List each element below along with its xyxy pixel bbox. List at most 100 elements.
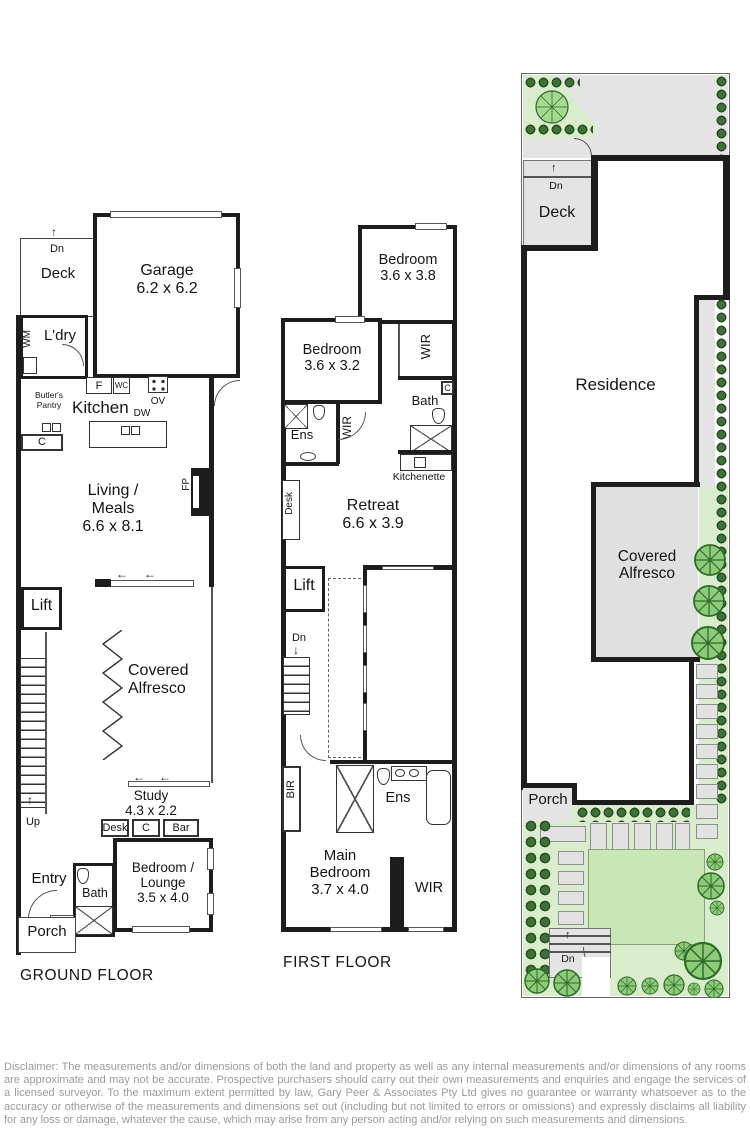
gf-desk (101, 819, 129, 837)
ff-mainens-shower (336, 765, 374, 833)
ff-void-win3 (363, 665, 367, 693)
sp-step-line (549, 951, 611, 953)
sp-bed-shrubs-top (524, 76, 580, 89)
ff-left-wall (281, 320, 286, 932)
gf-cooktop (148, 376, 168, 393)
sp-stone-col-west (558, 911, 584, 925)
sp-stone-row (634, 823, 651, 850)
sp-deck-right-wall (591, 158, 598, 247)
ff-lift (283, 566, 325, 612)
sp-shrubs-topright (715, 75, 728, 157)
sp-rear-path-gap (582, 957, 610, 996)
ff-ens-top-label: Ens (290, 427, 314, 442)
sp-top-wall (591, 155, 730, 161)
ff-bedroom1-window (415, 223, 447, 230)
gf-oven-label: OV (150, 396, 166, 407)
ff-mainens-toilet (377, 768, 390, 785)
gf-cupboard1 (21, 434, 63, 451)
sp-alfresco (594, 487, 698, 657)
gf-slider1-arrow2-icon: ← (144, 567, 156, 581)
gf-living-label: Living / Meals 6.6 x 8.1 (82, 482, 144, 535)
ff-caption: FIRST FLOOR (283, 954, 392, 971)
ff-bottom-window1 (330, 927, 382, 932)
sp-stone-row (656, 823, 673, 850)
sp-alfresco-label: Covered Alfresco (617, 548, 677, 583)
ff-bedroom1-label: Bedroom 3.6 x 3.8 (378, 252, 438, 285)
sp-stone-col-west (558, 851, 584, 865)
sp-stone-col-east (696, 784, 718, 799)
gf-garage-side-window (234, 268, 241, 308)
ff-bath-label: Bath (411, 393, 439, 408)
ff-bedroom2-window (335, 316, 365, 323)
gf-garage-window (110, 211, 222, 218)
ff-ens-toilet (313, 405, 325, 420)
gf-cupboard1-label: C (38, 436, 46, 448)
gf-island-sink-b (131, 426, 140, 435)
gf-bp-sink-b (52, 423, 61, 432)
gf-cupboard2-label: C (142, 822, 150, 834)
ff-ens-main-label: Ens (385, 790, 411, 806)
sp-alfresco-bottom-wall (591, 657, 700, 662)
ff-mainens-basin2 (409, 769, 419, 777)
gf-slider1-panel (110, 580, 194, 587)
sp-stone-col-west (558, 891, 584, 905)
sp-residence-label: Residence (575, 375, 656, 394)
ff-mainens-basin1 (395, 769, 405, 777)
ff-main-bedroom-label: Main Bedroom 3.7 x 4.0 (309, 847, 371, 898)
ff-wir-top-line (398, 324, 400, 376)
gf-island-sink-a (121, 426, 130, 435)
gf-stair-shaft-line (45, 632, 47, 814)
sp-stone-row (590, 823, 607, 850)
gf-shower (75, 906, 113, 935)
ff-desk-label: Desk (284, 492, 295, 515)
ff-right-wall (452, 225, 457, 932)
ff-void-win2 (363, 625, 367, 653)
ff-bottom-window2 (408, 927, 444, 932)
ff-wir-top-label: WIR (418, 334, 433, 360)
ff-stairs (283, 657, 310, 715)
ff-lift-label: Lift (293, 577, 315, 594)
gf-lift (21, 587, 62, 630)
gf-alfresco-zigzag (101, 630, 124, 760)
sp-stone-col-east (696, 824, 718, 839)
gf-garage-door-arc (214, 380, 240, 406)
ff-kitchenette-bench (400, 454, 452, 471)
gf-desk-label: Desk (102, 822, 128, 834)
sp-right-wall-lower (694, 295, 699, 487)
gf-wm-label: WM (22, 330, 33, 348)
sp-bed-shrubs-bottom (524, 123, 593, 136)
ff-retreat-label: Retreat 6.6 x 3.9 (342, 497, 404, 532)
gf-toilet (77, 868, 89, 884)
gf-deck-room (20, 238, 95, 317)
ff-void-dashed (328, 578, 366, 758)
gf-deck-dn-label: Dn (49, 243, 65, 255)
gf-bar (163, 819, 199, 837)
gf-stairs (20, 658, 46, 808)
gf-up-label: Up (25, 816, 41, 828)
ff-bath-toilet (432, 408, 445, 424)
sp-shrubs-west-cols (524, 818, 552, 976)
ff-landing-door-arc (300, 735, 326, 761)
sp-deck-bottom-wall (521, 245, 598, 251)
gf-fridge-label: F (95, 380, 103, 392)
ff-bath-shower (410, 425, 452, 453)
sp-porch-right-wall (572, 783, 577, 805)
sp-stone-col-west (558, 871, 584, 885)
sp-deck-up-arrow-icon: ↑ (551, 162, 557, 174)
gf-fp-label: FP (181, 478, 192, 491)
disclaimer-text: Disclaimer: The measurements and/or dime… (4, 1061, 746, 1126)
ff-hall-door-arc (338, 412, 366, 440)
gf-bl-window1 (207, 848, 214, 870)
sp-walkway (699, 300, 715, 487)
sp-step-line (549, 943, 611, 945)
sp-deck-step-line (523, 176, 593, 178)
gf-slider1-arrow-icon: ← (116, 567, 128, 581)
gf-entry-label: Entry (31, 870, 67, 887)
sp-stone-row (612, 823, 629, 850)
gf-slider2-panel (128, 781, 210, 787)
sp-stone-col-east (696, 724, 718, 739)
gf-porch-label: Porch (27, 923, 67, 940)
ff-ens-top-wall (281, 400, 339, 404)
gf-deck-up-arrow-icon: ↑ (51, 225, 57, 239)
